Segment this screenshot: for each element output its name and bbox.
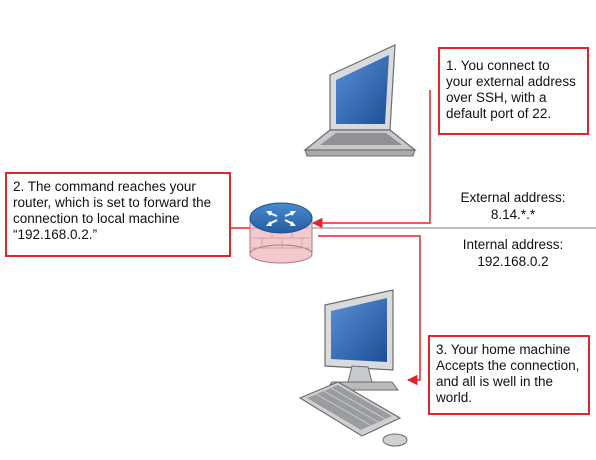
laptop-icon [303, 44, 417, 157]
step3-line-1: 3. Your home machine [436, 342, 571, 357]
step2-note: 2. The command reaches your router, whic… [5, 172, 231, 257]
step3-line-2: Accepts the connection, [436, 358, 580, 373]
router-icon [249, 202, 313, 264]
step1-line-1: 1. You connect to [446, 58, 550, 73]
internal-address-value: 192.168.0.2 [477, 254, 549, 269]
desktop-computer-icon [298, 289, 408, 447]
external-address-label: External address: 8.14.*.* [440, 189, 586, 223]
step3-line-3: and all is well in the [436, 374, 554, 389]
internal-address-title: Internal address: [462, 237, 564, 252]
external-address-value: 8.14.*.* [490, 207, 536, 222]
internal-address-label: Internal address: 192.168.0.2 [440, 236, 586, 270]
arrow-router-to-desktop [318, 235, 421, 386]
step2-line-2: router, which is set to forward the [13, 195, 212, 210]
step3-line-4: world. [436, 390, 473, 405]
step2-line-1: 2. The command reaches your [13, 179, 196, 194]
step3-note: 3. Your home machine Accepts the connect… [428, 335, 590, 415]
step2-line-3: connection to local machine [13, 211, 180, 226]
step1-note: 1. You connect to your external address … [438, 47, 589, 135]
step1-line-3: over SSH, with a [446, 90, 547, 105]
external-address-title: External address: [460, 190, 566, 205]
step2-line-4: “192.168.0.2.” [13, 227, 98, 242]
arrow-laptop-to-router [311, 90, 431, 229]
step1-line-4: default port of 22. [446, 106, 552, 121]
step1-line-2: your external address [446, 74, 576, 89]
